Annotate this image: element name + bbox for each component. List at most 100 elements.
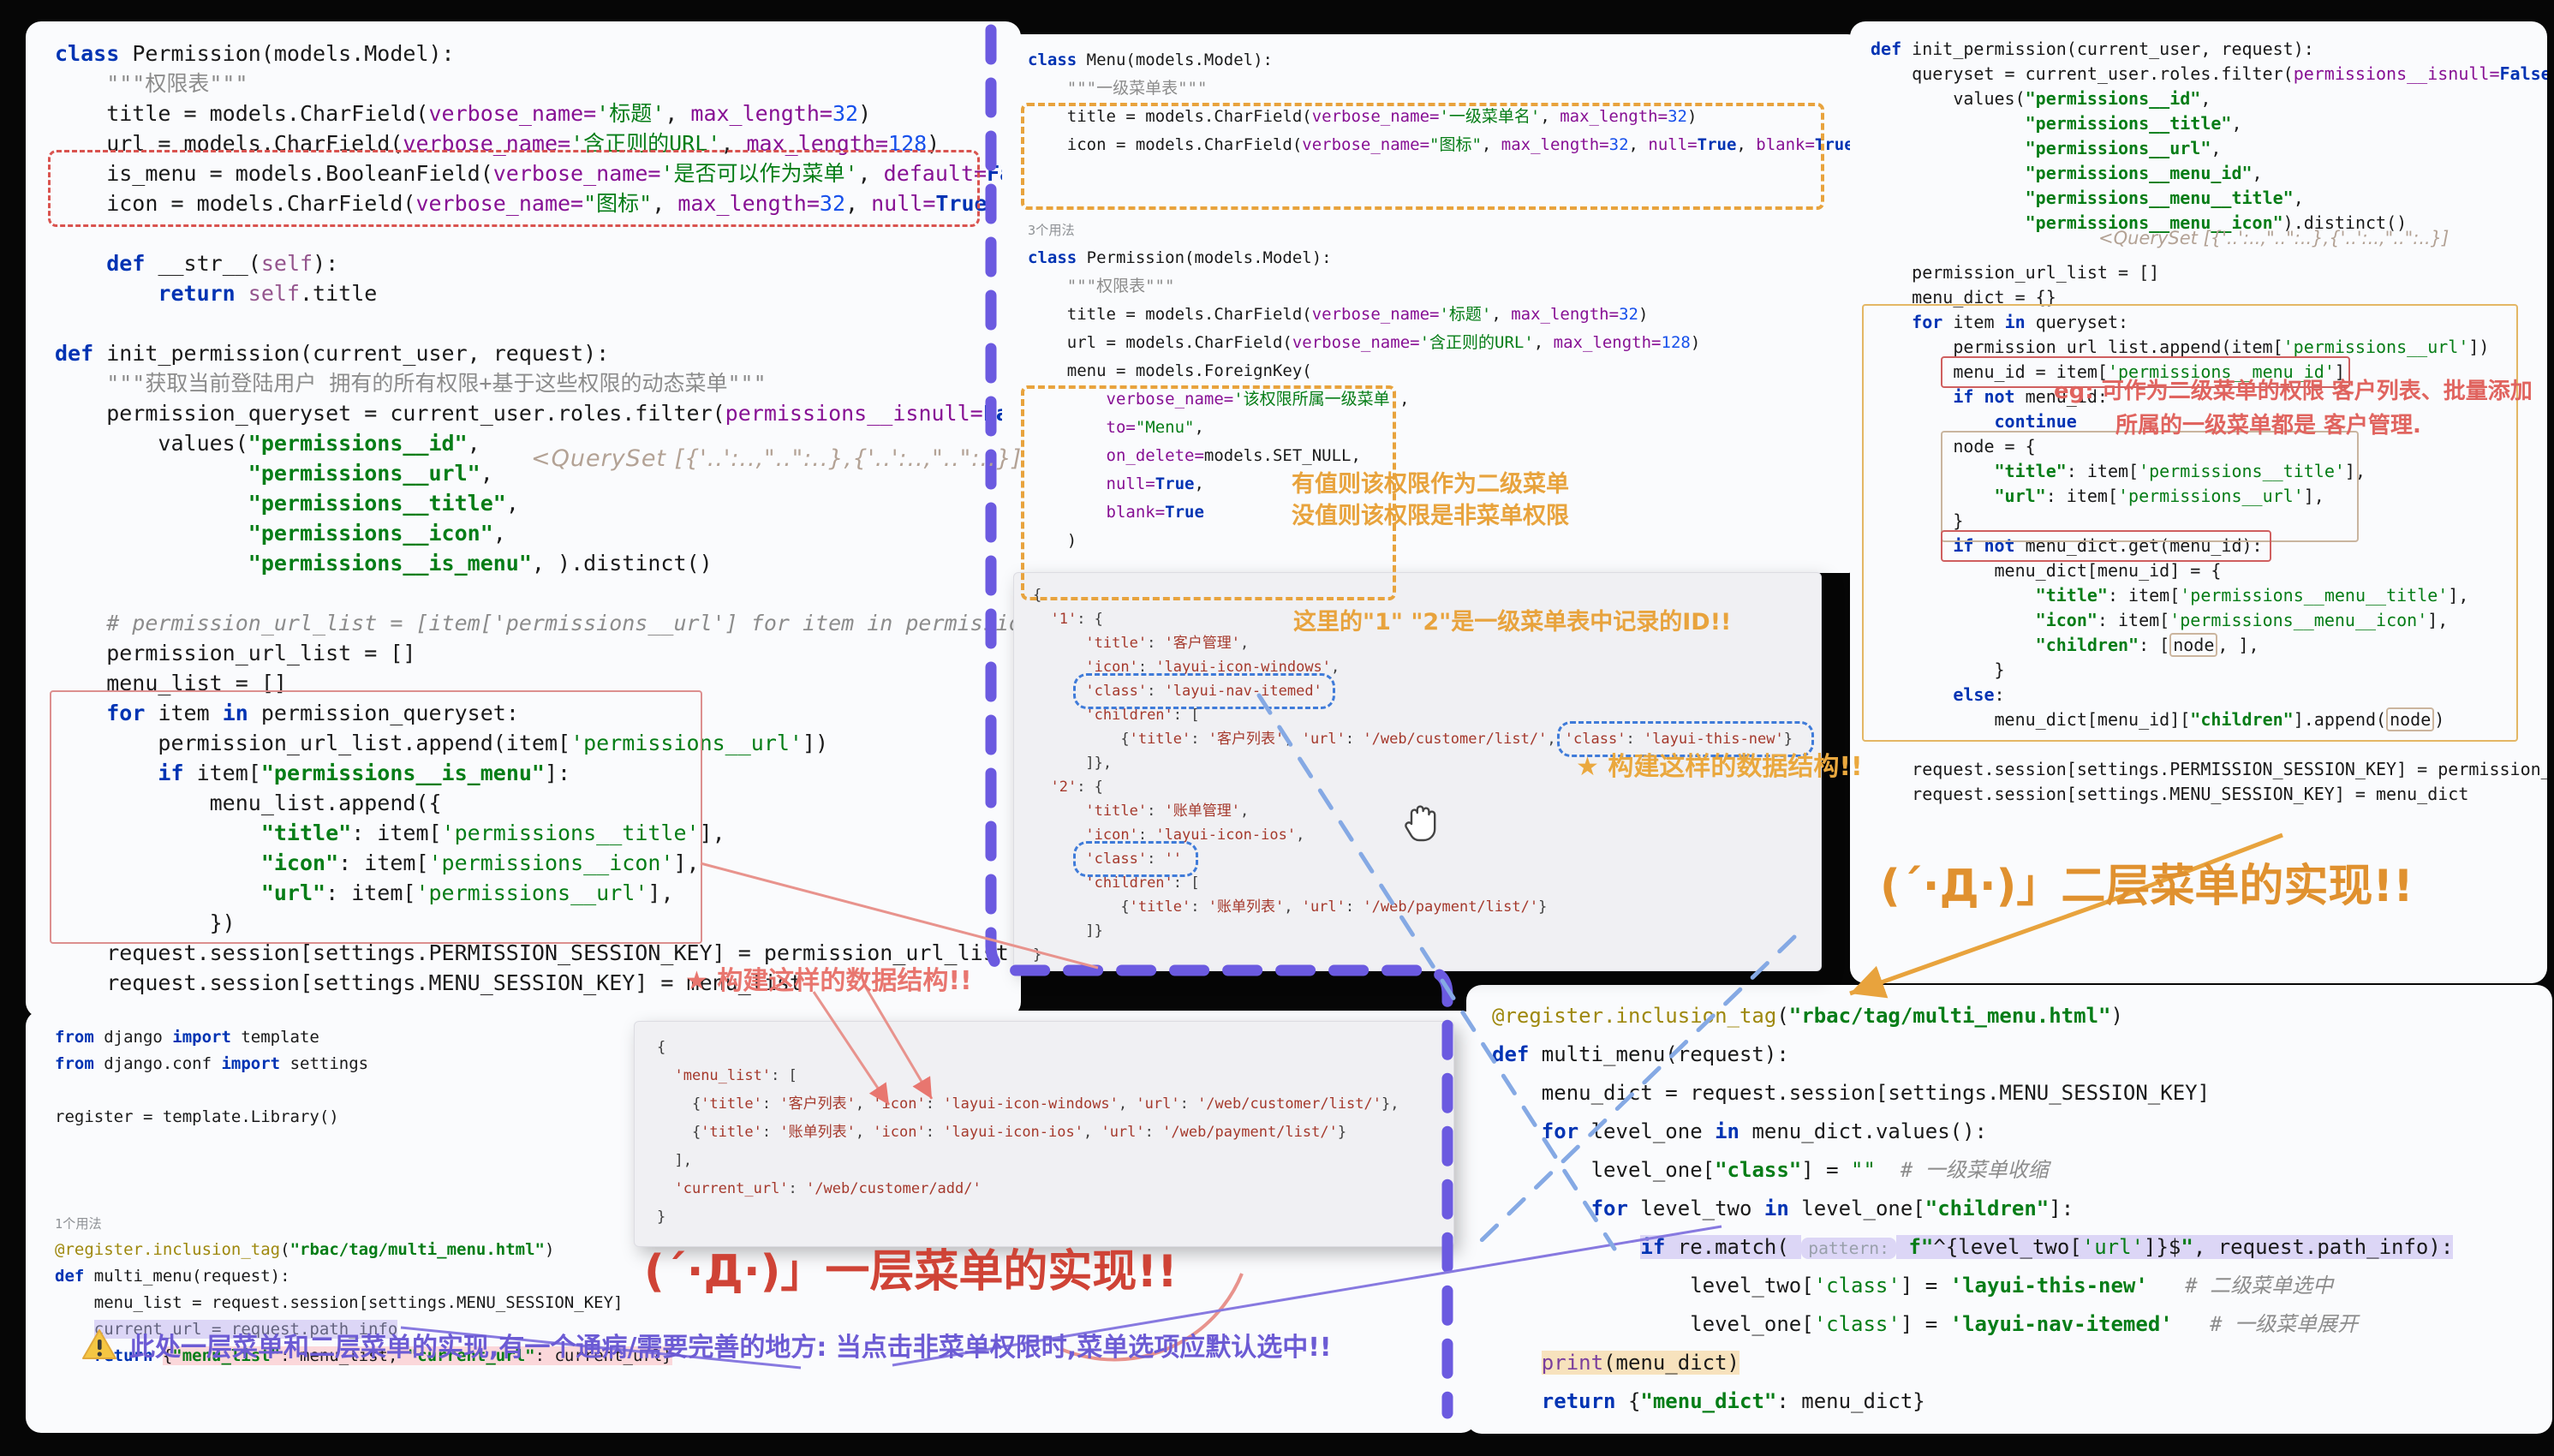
menu-value-note-1: 有值则该权限作为二级菜单 (1292, 471, 1569, 498)
build-structure-note-orange: ★ 构建这样的数据结构!! (1576, 752, 1863, 782)
code-line: "url": item['permissions__url'], (1994, 486, 2324, 506)
code-line: "title": item['permissions__title'], (1994, 461, 2366, 481)
code-line: title = models.CharField(verbose_name='一… (1028, 107, 1698, 126)
init-permission-v2-editor-panel: def init_permission(current_user, reques… (1850, 21, 2547, 983)
code-line: queryset = current_user.roles.filter(per… (1871, 63, 2547, 84)
code-line: class Permission(models.Model): (55, 41, 455, 66)
code-line: menu_id = item['permissions__menu_id'] (1871, 361, 2345, 382)
code-line: if not menu_id: (1953, 386, 2108, 407)
code-line: 'menu_list': [ (674, 1067, 797, 1084)
code-line: node = { (1871, 436, 2036, 456)
code-line: from django.conf import settings (55, 1054, 369, 1073)
code-line: menu_dict[menu_id] = { (1871, 560, 2222, 581)
permission-model-editor-panel: class Permission(models.Model): """权限表""… (26, 21, 1021, 1017)
queryset-handwriting-right: <QuerySet [{'..':..,"..":..},{'..':..,".… (2098, 228, 2450, 248)
code-line: """一级菜单表""" (1028, 79, 1208, 98)
code-line: """权限表""" (1028, 277, 1175, 295)
code-line: continue (1994, 411, 2077, 432)
code-line: }) (55, 910, 236, 935)
code-line: "title": item['permissions__title'], (260, 820, 725, 845)
code-line: def __str__(self): (106, 251, 339, 276)
code-line: permission_url_list = [] (55, 641, 416, 665)
code-line: print(menu_dict) (1541, 1351, 1739, 1375)
code-line: 'current_url': '/web/customer/add/' (674, 1180, 982, 1197)
code-line: title = models.CharField(verbose_name='标… (1028, 305, 1649, 324)
code-line: return {"menu_dict": menu_dict} (1541, 1389, 1925, 1413)
code-line: def multi_menu(request): (55, 1267, 290, 1286)
code-line: request.session[settings.PERMISSION_SESS… (1912, 759, 2547, 779)
build-structure-note-pink: ★ 构建这样的数据结构!! (685, 966, 972, 996)
code-line: icon = models.CharField(verbose_name="图标… (55, 191, 1021, 216)
code-line: permission_url_list.append(item['permiss… (55, 731, 829, 755)
code-line: verbose_name='该权限所属一级菜单', (1106, 390, 1410, 409)
level1-menu-title: (´·Д·)」一层菜单的实现!! (644, 1246, 1178, 1298)
code-line: """获取当前登陆用户 拥有的所有权限+基于这些权限的动态菜单""" (55, 371, 767, 396)
code-line: is_menu = models.BooleanField(verbose_na… (55, 161, 1021, 186)
code-line: "icon": item['permissions__menu__icon'], (2035, 610, 2449, 630)
code-line: 'class': 'layui-nav-itemed' (1085, 683, 1322, 700)
code-line: level_two['class'] = 'layui-this-new' # … (1492, 1274, 2334, 1298)
code-line: } (1871, 659, 2005, 680)
code-line: return self.title (158, 281, 378, 306)
code-line: if re.match( pattern: f"^{level_two['url… (1640, 1235, 2454, 1259)
code-line: 'class': '' (1085, 850, 1183, 868)
code-line (1028, 159, 1863, 188)
code-line: """权限表""" (55, 71, 248, 96)
code-line (55, 218, 1021, 248)
code-line: for item in queryset: (1912, 312, 2129, 332)
code-line: @register.inclusion_tag("rbac/tag/multi_… (55, 1240, 555, 1259)
code-line: "permissions__icon", (248, 521, 506, 546)
code-line: permission_url_list.append(item['permiss… (1871, 337, 2490, 357)
code-line: url = models.CharField(verbose_name='含正则… (1028, 333, 1701, 352)
code-line: request.session[settings.MENU_SESSION_KE… (55, 970, 803, 995)
code-line: } (1033, 946, 1042, 964)
code-line (55, 578, 1021, 608)
code-line: ], (657, 1152, 692, 1169)
code-line: "icon": item['permissions__icon'], (260, 850, 700, 875)
code-line: "permissions__url", (2025, 138, 2222, 158)
code-line: class Permission(models.Model): (1028, 248, 1332, 267)
code-line: if not menu_dict.get(menu_id): (1953, 535, 2263, 556)
code-line: 'children': [ (1085, 874, 1200, 892)
code-line: for level_two in level_one["children"]: (1590, 1196, 2074, 1220)
code-line: "permissions__is_menu", ).distinct() (248, 551, 713, 576)
code-line: def init_permission(current_user, reques… (1871, 39, 2314, 59)
code-line: menu = models.ForeignKey( (1028, 361, 1312, 380)
code-line: {'title': '客户列表', 'icon': 'layui-icon-wi… (657, 1095, 1399, 1113)
menu-id-note: 这里的"1" "2"是一级菜单表中记录的ID!! (1293, 609, 1732, 636)
code-line: menu_dict[menu_id]["children"].append(no… (1871, 707, 2445, 731)
code-line: menu_dict = {} (1871, 287, 2056, 307)
code-line (55, 308, 1021, 338)
code-line: menu_list = request.session[settings.MEN… (55, 1293, 624, 1312)
code-line: @register.inclusion_tag("rbac/tag/multi_… (1492, 1004, 2123, 1028)
menu-value-note-2: 没值则该权限是非菜单权限 (1292, 503, 1569, 529)
code-line: } (1871, 510, 1964, 531)
code-line: 'icon': 'layui-icon-windows', (1085, 659, 1340, 676)
code-line: 'icon': 'layui-icon-ios', (1085, 826, 1305, 844)
code-line: level_one['class'] = 'layui-nav-itemed' … (1492, 1312, 2358, 1336)
code-line: if item["permissions__is_menu"]: (158, 761, 571, 785)
example-note-line-1: eg: 可作为二级菜单的权限 客户列表、批量添加 (2054, 379, 2533, 404)
code-line: 1个用法 (55, 1216, 102, 1232)
code-line: menu_list.append({ (55, 791, 442, 815)
code-line: "title": item['permissions__menu__title'… (2035, 585, 2469, 606)
code-line: permission_url_list = [] (1871, 262, 2160, 283)
code-line: {'title': '账单列表', 'icon': 'layui-icon-io… (657, 1124, 1347, 1141)
code-line: menu_list = [] (55, 671, 287, 695)
code-line: 'title': '账单管理', (1085, 803, 1250, 820)
code-line: icon = models.CharField(verbose_name="图标… (1028, 135, 1863, 154)
code-line: {'title': '账单列表', 'url': '/web/payment/l… (1033, 898, 1548, 916)
code-line: request.session[settings.MENU_SESSION_KE… (1871, 784, 2469, 804)
level2-menu-title: (´·Д·)」二层菜单的实现!! (1880, 861, 2414, 912)
code-line: def multi_menu(request): (1492, 1042, 1789, 1066)
code-line: for level_one in menu_dict.values(): (1541, 1119, 1987, 1143)
code-line: "permissions__url", (248, 461, 493, 486)
code-line: for item in permission_queryset: (106, 701, 519, 725)
warning-note: 此处一层菜单和二层菜单的实现,有一个通病/需要完善的地方: 当点击非菜单权限时,… (81, 1326, 1332, 1364)
code-line: "permissions__menu__title", (2025, 188, 2304, 208)
warning-text: 此处一层菜单和二层菜单的实现,有一个通病/需要完善的地方: 当点击非菜单权限时,… (129, 1333, 1332, 1363)
code-line: 3个用法 (1028, 223, 1075, 238)
code-line: menu_dict = request.session[settings.MEN… (1492, 1081, 2211, 1105)
warning-icon (82, 1329, 116, 1359)
